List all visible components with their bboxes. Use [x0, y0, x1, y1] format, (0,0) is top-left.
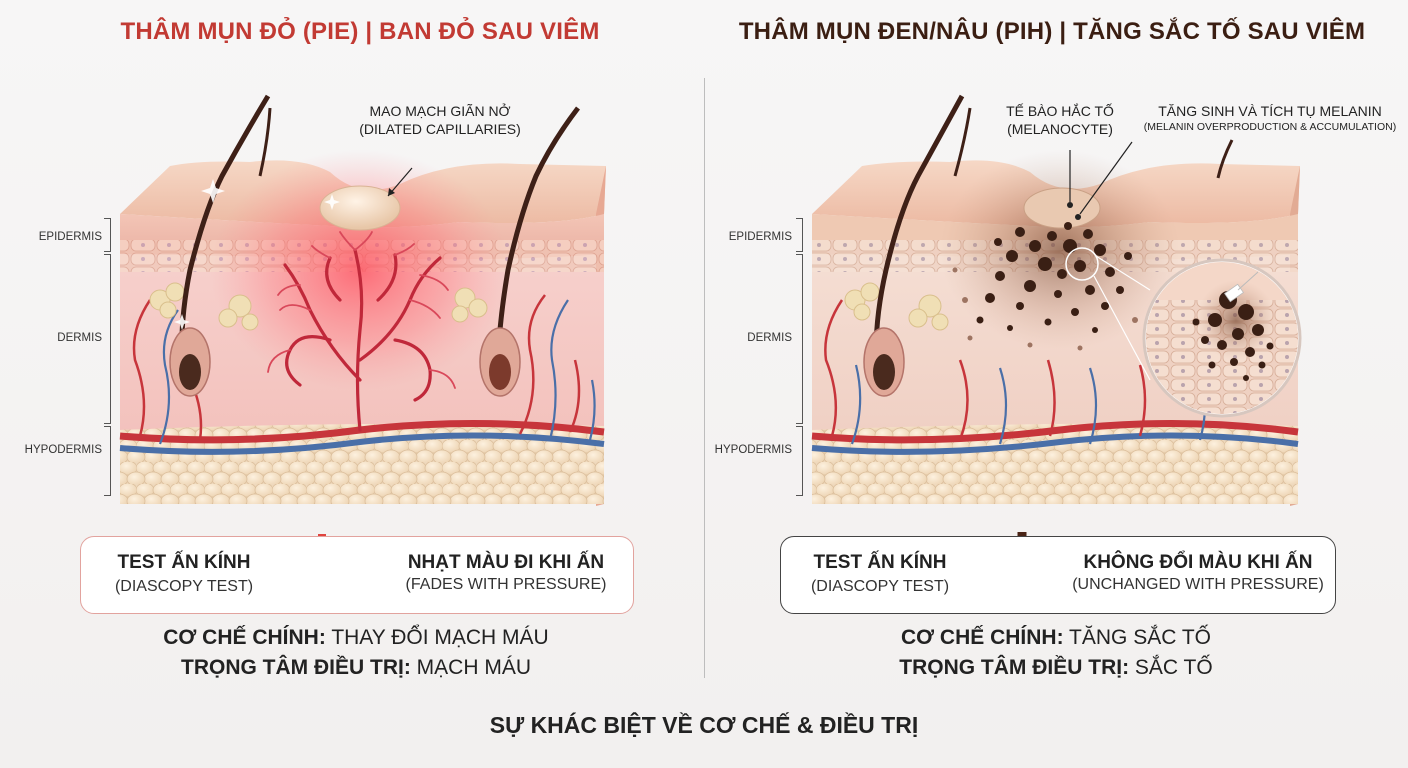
focus-value: MẠCH MÁU — [416, 656, 531, 679]
right-skin-block — [811, 94, 1302, 506]
melanin-granules — [976, 222, 1132, 333]
left-test-title: TEST ẤN KÍNH — [117, 552, 251, 573]
left-epidermis-bracket — [104, 218, 111, 252]
right-dermis-label: DERMIS — [747, 332, 792, 344]
right-test-result-sub: (UNCHANGED WITH PRESSURE) — [1072, 576, 1324, 593]
right-treatment-focus: TRỌNG TÂM ĐIỀU TRỊ: SẮC TỐ — [756, 656, 1356, 680]
annotation-line-2: (MELANIN OVERPRODUCTION & ACCUMULATION) — [1143, 120, 1397, 133]
left-mechanism: CƠ CHẾ CHÍNH: THAY ĐỔI MẠCH MÁU — [56, 626, 656, 650]
annotation-line-2: (DILATED CAPILLARIES) — [359, 120, 521, 137]
right-test-result: KHÔNG ĐỔI MÀU KHI ẤN — [1083, 552, 1313, 573]
right-test-subtitle: (DIASCOPY TEST) — [810, 578, 950, 595]
left-treatment-focus: TRỌNG TÂM ĐIỀU TRỊ: MẠCH MÁU — [56, 656, 656, 680]
right-epidermis-bracket — [796, 218, 803, 252]
panel-divider — [704, 78, 705, 678]
mechanism-value: TĂNG SẮC TỐ — [1069, 626, 1211, 649]
footer-title: SỰ KHÁC BIỆT VỀ CƠ CHẾ & ĐIỀU TRỊ — [489, 712, 919, 738]
mechanism-label: CƠ CHẾ CHÍNH: — [163, 626, 326, 649]
annotation-line-1: TẾ BÀO HẮC TỐ — [1006, 103, 1114, 119]
left-diascopy-box — [80, 536, 634, 614]
right-epidermis-label: EPIDERMIS — [728, 231, 792, 243]
right-hypodermis-label: HYPODERMIS — [714, 444, 792, 456]
left-panel-title: THÂM MỤN ĐỎ (PIE) | BAN ĐỎ SAU VIÊM — [120, 18, 600, 45]
right-diascopy-box — [780, 536, 1336, 614]
annotation-line-2: (MELANOCYTE) — [1007, 120, 1113, 137]
left-test-result: NHẠT MÀU ĐI KHI ẤN — [407, 552, 605, 573]
focus-value: SẮC TỐ — [1134, 656, 1213, 679]
left-dermis-bracket — [104, 254, 111, 424]
right-hypodermis-bracket — [796, 426, 803, 496]
annotation-line-1: MAO MẠCH GIÃN NỞ — [369, 103, 511, 119]
left-hypodermis-bracket — [104, 426, 111, 496]
left-hypodermis-label: HYPODERMIS — [24, 444, 102, 456]
right-panel-title: THÂM MỤN ĐEN/NÂU (PIH) | TĂNG SẮC TỐ SAU… — [738, 18, 1366, 45]
focus-label: TRỌNG TÂM ĐIỀU TRỊ: — [181, 656, 411, 679]
right-test-title: TEST ẤN KÍNH — [813, 552, 947, 573]
left-test-result-sub: (FADES WITH PRESSURE) — [405, 576, 607, 593]
mechanism-value: THAY ĐỔI MẠCH MÁU — [331, 626, 549, 649]
mechanism-label: CƠ CHẾ CHÍNH: — [900, 626, 1064, 649]
left-skin-block — [119, 94, 606, 506]
annotation-line-1: TĂNG SINH VÀ TÍCH TỤ MELANIN — [1158, 103, 1382, 119]
left-capillary-annotation: MAO MẠCH GIÃN NỞ (DILATED CAPILLARIES) — [340, 103, 540, 138]
left-epidermis-label: EPIDERMIS — [38, 231, 102, 243]
melanin-annotation: TĂNG SINH VÀ TÍCH TỤ MELANIN (MELANIN OV… — [1140, 103, 1400, 134]
melanocyte-annotation: TẾ BÀO HẮC TỐ (MELANOCYTE) — [990, 103, 1130, 138]
focus-label: TRỌNG TÂM ĐIỀU TRỊ: — [899, 656, 1130, 679]
right-dermis-bracket — [796, 254, 803, 424]
magnified-view — [1142, 258, 1302, 418]
left-dermis-label: DERMIS — [57, 332, 102, 344]
left-test-subtitle: (DIASCOPY TEST) — [114, 578, 254, 595]
right-mechanism: CƠ CHẾ CHÍNH: TĂNG SẮC TỐ — [756, 626, 1356, 650]
